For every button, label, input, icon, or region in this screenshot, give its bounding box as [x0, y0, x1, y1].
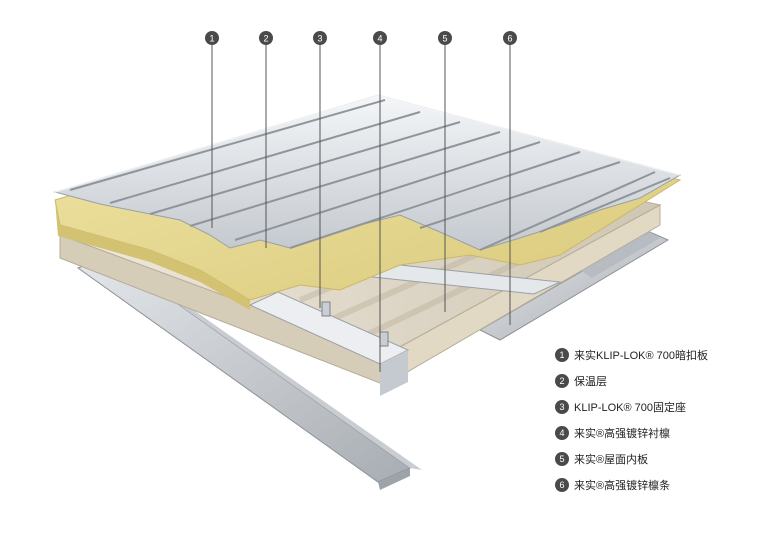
- legend-label: 来实®屋面内板: [574, 454, 649, 466]
- purlin-back: [478, 231, 670, 341]
- legend-number: 2: [555, 374, 569, 388]
- legend-item: 1 来实KLIP-LOK® 700暗扣板: [555, 342, 760, 368]
- roof-deck-panels: [53, 94, 682, 251]
- svg-text:4: 4: [377, 34, 382, 44]
- legend-label: 来实KLIP-LOK® 700暗扣板: [574, 350, 709, 362]
- legend-label: KLIP-LOK® 700固定座: [574, 402, 687, 414]
- callout-2: 2: [259, 31, 273, 45]
- legend-item: 2 保温层: [555, 368, 760, 394]
- leader-lines: [211, 45, 511, 372]
- svg-text:2: 2: [263, 34, 268, 44]
- legend-item: 3 KLIP-LOK® 700固定座: [555, 394, 760, 420]
- legend-item: 4 来实®高强镀锌衬檩: [555, 420, 760, 446]
- legend-number: 4: [555, 426, 569, 440]
- legend-number: 1: [555, 348, 569, 362]
- callout-6: 6: [503, 31, 517, 45]
- svg-text:5: 5: [442, 34, 447, 44]
- legend-item: 6 来实®高强镀锌檩条: [555, 472, 760, 498]
- callout-5: 5: [438, 31, 452, 45]
- legend-item: 5 来实®屋面内板: [555, 446, 760, 472]
- legend-number: 5: [555, 452, 569, 466]
- callout-3: 3: [313, 31, 327, 45]
- legend-label: 保温层: [574, 376, 607, 388]
- svg-text:1: 1: [209, 34, 214, 44]
- svg-text:6: 6: [507, 34, 512, 44]
- legend: 1 来实KLIP-LOK® 700暗扣板 2 保温层 3 KLIP-LOK® 7…: [555, 342, 760, 498]
- legend-number: 3: [555, 400, 569, 414]
- callout-1: 1: [205, 31, 219, 45]
- legend-number: 6: [555, 478, 569, 492]
- callout-4: 4: [373, 31, 387, 45]
- legend-label: 来实®高强镀锌衬檩: [574, 428, 671, 440]
- legend-label: 来实®高强镀锌檩条: [574, 480, 671, 492]
- svg-text:3: 3: [317, 34, 322, 44]
